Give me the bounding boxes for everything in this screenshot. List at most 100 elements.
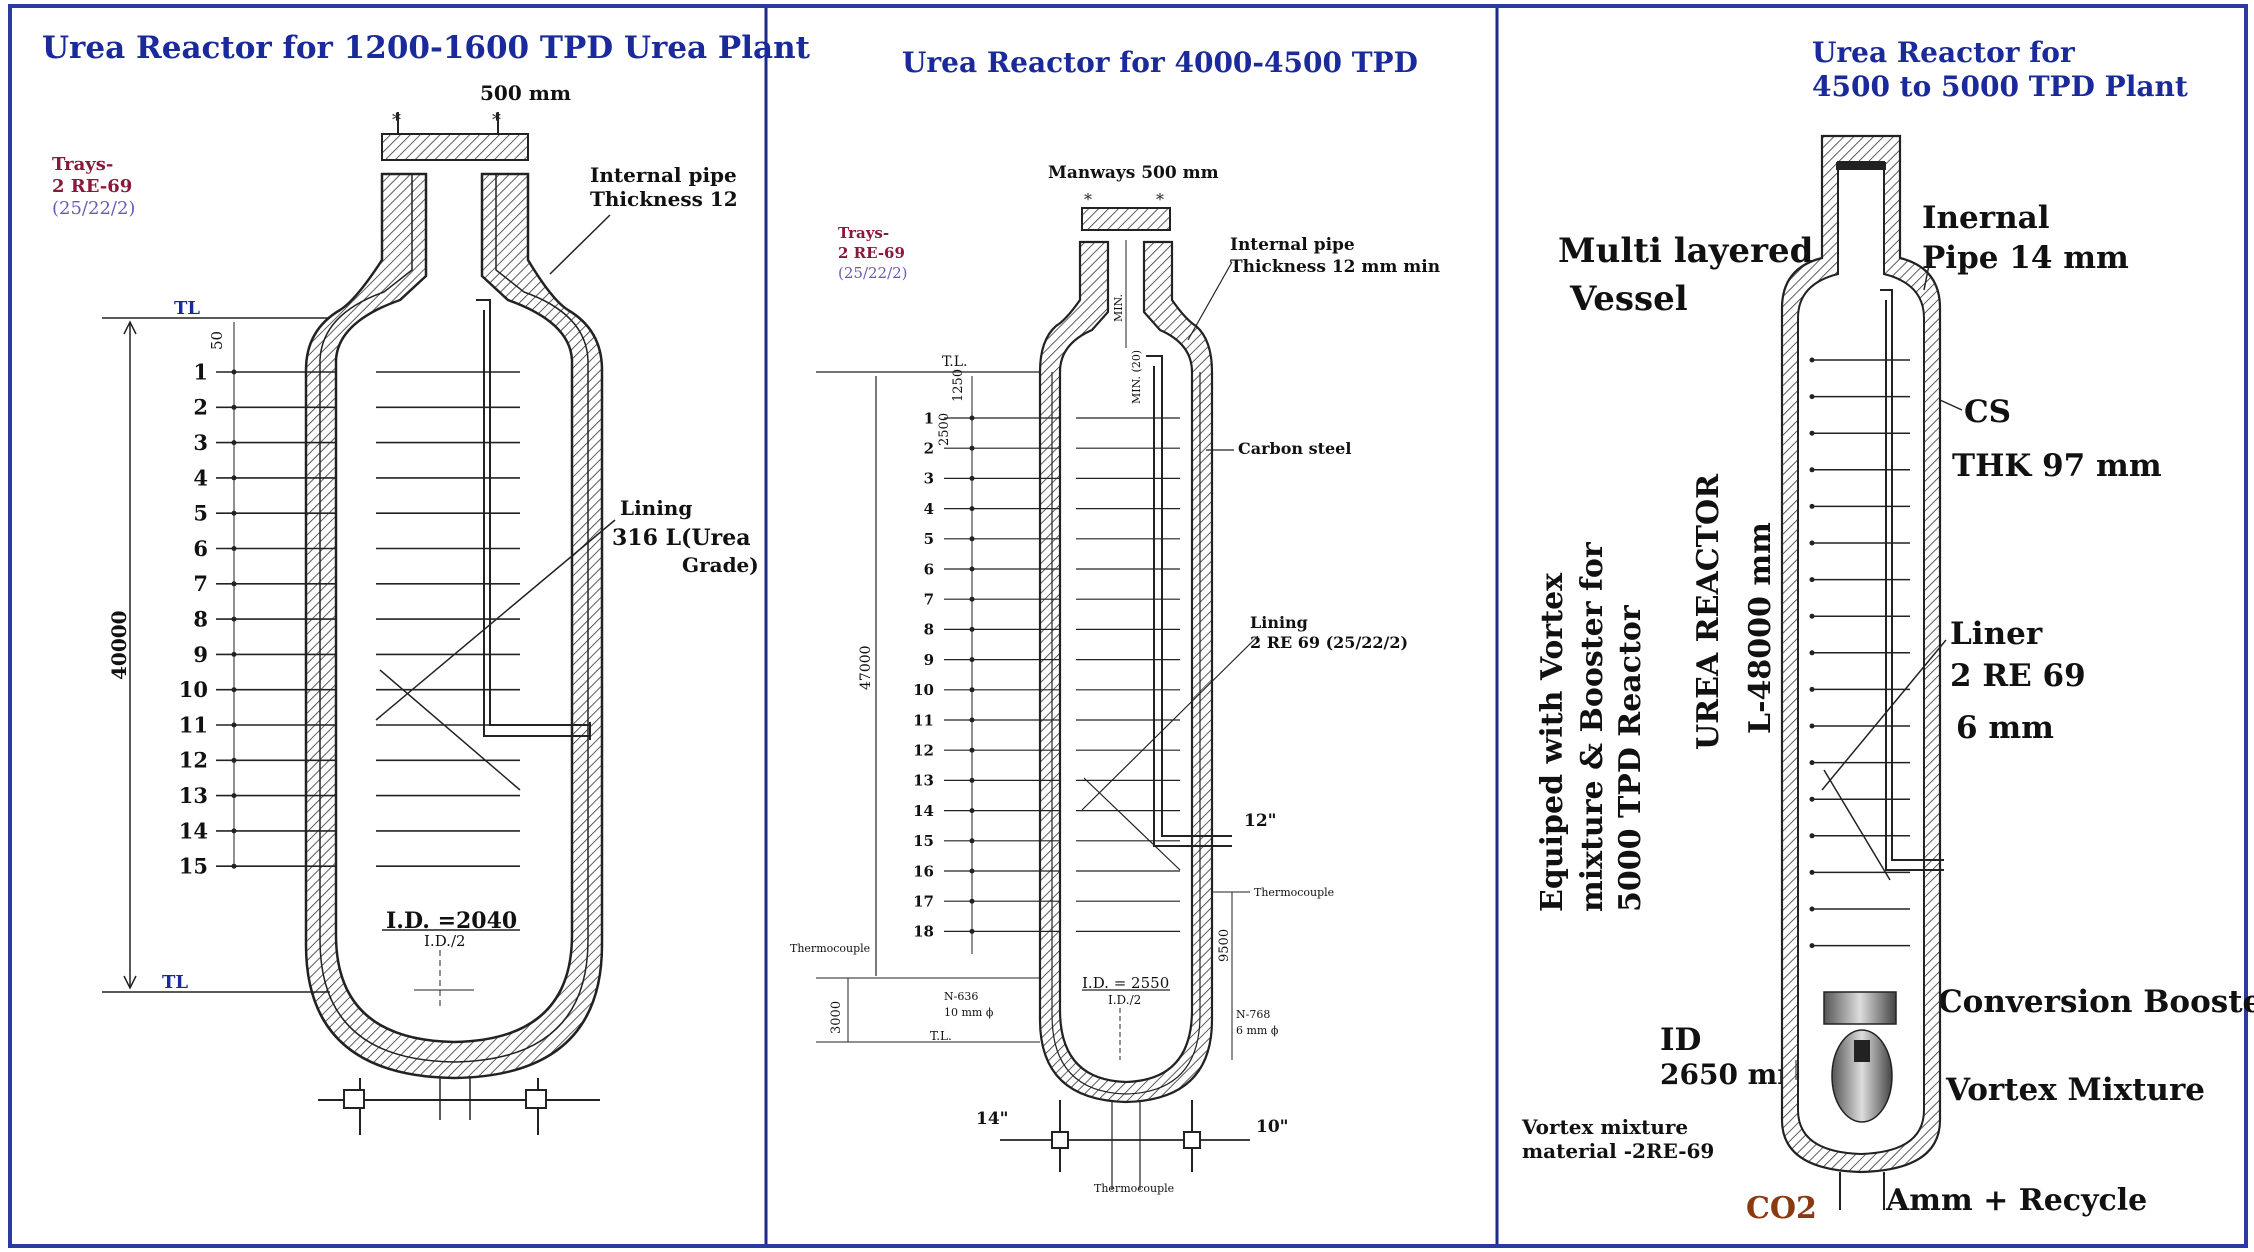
tray-number: 15 (179, 854, 208, 879)
height-dimension-value: 40000 (107, 610, 131, 680)
manway-cover-2 (1081, 207, 1171, 231)
vessel-liner-1 (319, 173, 589, 1063)
svg-text:*: * (1084, 190, 1092, 209)
internal-pipe-label-2: Internal pipe (1230, 235, 1355, 255)
co2-label: CO2 (1746, 1191, 1817, 1226)
dim-3000: 3000 (829, 1001, 844, 1034)
panel-4500-5000-tpd: Urea Reactor for 4500 to 5000 TPD Plant … (1521, 36, 2254, 1226)
tray-number: 18 (913, 923, 934, 941)
min-label: MIN. (1112, 294, 1125, 322)
manway-cover (381, 133, 529, 161)
tray-number: 14 (913, 802, 934, 820)
vortex-mixer-element (1831, 1029, 1893, 1123)
tray-tick (1809, 723, 1815, 729)
tray-tick (1809, 430, 1815, 436)
dim-2500: 2500 (937, 413, 952, 446)
trays-spec: (25/22/2) (52, 198, 135, 219)
trays-material: 2 RE-69 (52, 176, 132, 197)
vortex-material-value: material -2RE-69 (1522, 1139, 1714, 1163)
tray-number: 11 (913, 711, 934, 729)
inner-diameter-label-2: I.D. = 2550 (1082, 974, 1169, 992)
lining-grade: Grade) (682, 553, 759, 577)
vortex-material-label: Vortex mixture (1521, 1115, 1688, 1139)
trays-spec-2: (25/22/2) (838, 264, 908, 282)
tray-tick (1809, 833, 1815, 839)
manways-label: Manways 500 mm (1048, 163, 1219, 183)
tray-set-3 (1809, 357, 1910, 949)
tray-number: 3 (924, 470, 934, 488)
tray-number: 1 (924, 409, 934, 427)
tray-number: 10 (913, 681, 934, 699)
tray-number: 4 (193, 465, 208, 490)
reactor-vessel-2: * * MIN. MIN. (20) 12" I.D. = 2550 I.D./… (976, 190, 1289, 1195)
tray-number: 7 (924, 590, 934, 608)
half-diameter-label-2: I.D./2 (1108, 993, 1141, 1007)
manway-size-label: 500 mm (480, 81, 571, 105)
tray-number: 15 (913, 832, 934, 850)
vessel-label: Vessel (1569, 279, 1688, 319)
trays-title: Trays- (52, 154, 113, 175)
internal-pipe-label: Internal pipe (590, 163, 737, 187)
lining-material: 316 L(Urea (612, 525, 751, 551)
equipped-line1: Equiped with Vortex (1535, 572, 1570, 912)
tray-number: 10 (179, 677, 208, 702)
internal-pipe-thickness: Thickness 12 (590, 187, 738, 211)
tray-number: 7 (193, 571, 208, 596)
nozzle-10-flange (1183, 1131, 1201, 1149)
panel-1200-1600-tpd: Urea Reactor for 1200-1600 TPD Urea Plan… (42, 30, 811, 1135)
tray-number: 4 (924, 500, 934, 518)
panel1-title: Urea Reactor for 1200-1600 TPD Urea Plan… (42, 30, 811, 66)
tray-number: 14 (179, 818, 208, 843)
tray-tick (1809, 577, 1815, 583)
leader-internal-pipe (549, 214, 611, 275)
thermocouple-left-label: Thermocouple (790, 942, 870, 955)
tray-tick (1809, 357, 1815, 363)
leader-lining (375, 519, 616, 721)
carbon-steel-label: Carbon steel (1238, 439, 1351, 458)
reactor-length-label: L-48000 mm (1743, 522, 1778, 734)
nozzle-14-label: 14" (976, 1109, 1009, 1129)
internal-pipe-3 (1880, 289, 1944, 861)
tray-tick (1809, 540, 1815, 546)
thermocouple-bottom-label: Thermocouple (1094, 1182, 1174, 1195)
tray-number: 12 (913, 741, 934, 759)
tl-top-label: TL (174, 298, 200, 319)
tray-tick (231, 863, 237, 869)
liner-label: Liner (1950, 616, 2043, 652)
panel2-title: Urea Reactor for 4000-4500 TPD (902, 46, 1418, 79)
lining-material-2: 2 RE 69 (25/22/2) (1250, 633, 1408, 652)
tray-number: 5 (193, 501, 208, 526)
tray-tick (1809, 613, 1815, 619)
panel-4000-4500-tpd: Urea Reactor for 4000-4500 TPD Manways 5… (790, 46, 1440, 1195)
nozzle-14-flange (1051, 1131, 1069, 1149)
tray-number: 17 (913, 892, 934, 910)
tray-tick (1809, 467, 1815, 473)
tray-number: 16 (913, 862, 934, 880)
reactor-vessel-1: * * I.D. =2040 I.D./2 (304, 110, 616, 1135)
svg-text:*: * (1156, 190, 1164, 209)
vortex-mixture-label: Vortex Mixture (1945, 1072, 2205, 1108)
tray-number: 2 (193, 395, 208, 420)
tray-number: 9 (193, 642, 208, 667)
n768-label: N-768 (1236, 1008, 1270, 1021)
pipe-14-label: Pipe 14 mm (1922, 240, 2129, 276)
half-diameter-label: I.D./2 (424, 932, 466, 950)
internal-pipe-thickness-2: Thickness 12 mm min (1230, 257, 1440, 277)
dim-9500: 9500 (1217, 929, 1232, 962)
conversion-booster-label: Conversion Booster (1938, 984, 2254, 1020)
vessel-shell-2 (1038, 240, 1214, 1104)
height-dimension-value-2: 47000 (858, 645, 874, 690)
panel3-title-line1: Urea Reactor for (1812, 36, 2076, 69)
panel3-title-line2: 4500 to 5000 TPD Plant (1812, 70, 2188, 103)
trays-title-2: Trays- (838, 224, 889, 242)
tray-tick (1809, 394, 1815, 400)
reactor-vessel-3 (1780, 134, 1963, 1210)
conversion-booster-element (1823, 991, 1897, 1025)
tray-number: 8 (924, 621, 934, 639)
id-label: ID (1660, 1022, 1701, 1058)
tray-tick (1809, 760, 1815, 766)
amm-recycle-label: Amm + Recycle (1885, 1183, 2147, 1218)
tray-tick (1809, 796, 1815, 802)
